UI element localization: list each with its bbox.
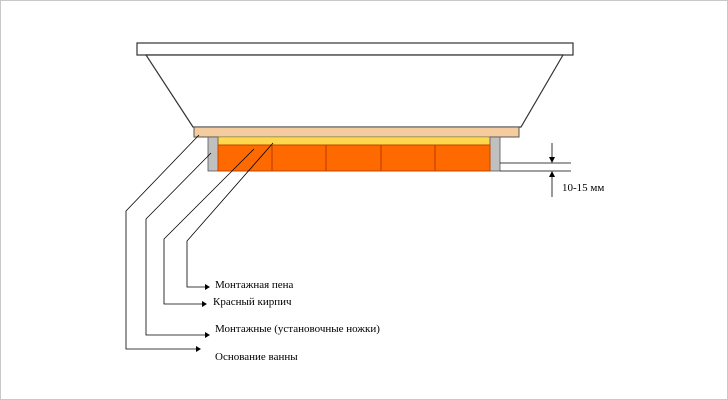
support-leg-right <box>489 136 501 172</box>
bathtub-rim <box>136 42 574 56</box>
gap-arrow-down-head <box>549 157 555 163</box>
bathtub-body <box>144 54 565 128</box>
brick-row-body <box>217 144 491 172</box>
label-red-brick: Красный кирпич <box>213 296 292 308</box>
gap-dimension-label: 10-15 мм <box>562 182 604 194</box>
leader-lines <box>125 134 274 350</box>
leader-mounting-legs <box>145 152 212 336</box>
leader-arrowheads <box>196 284 210 352</box>
leader-bath-base <box>125 134 200 350</box>
brick-row <box>217 144 491 172</box>
leader-arrowhead <box>205 332 210 338</box>
leader-mounting-foam <box>186 142 274 288</box>
bath-base-board <box>193 126 520 138</box>
label-mounting-foam: Монтажная пена <box>215 279 294 291</box>
mounting-foam-layer <box>217 136 491 146</box>
gap-dimension: 10-15 мм <box>500 143 604 197</box>
leader-arrowhead <box>205 284 210 290</box>
leader-red-brick <box>163 148 255 305</box>
leader-arrowhead <box>196 346 201 352</box>
label-bath-base: Основание ванны <box>215 351 298 363</box>
gap-arrow-up-head <box>549 171 555 177</box>
label-mounting-legs: Монтажные (установочные ножки) <box>215 323 380 335</box>
leader-arrowhead <box>202 301 207 307</box>
